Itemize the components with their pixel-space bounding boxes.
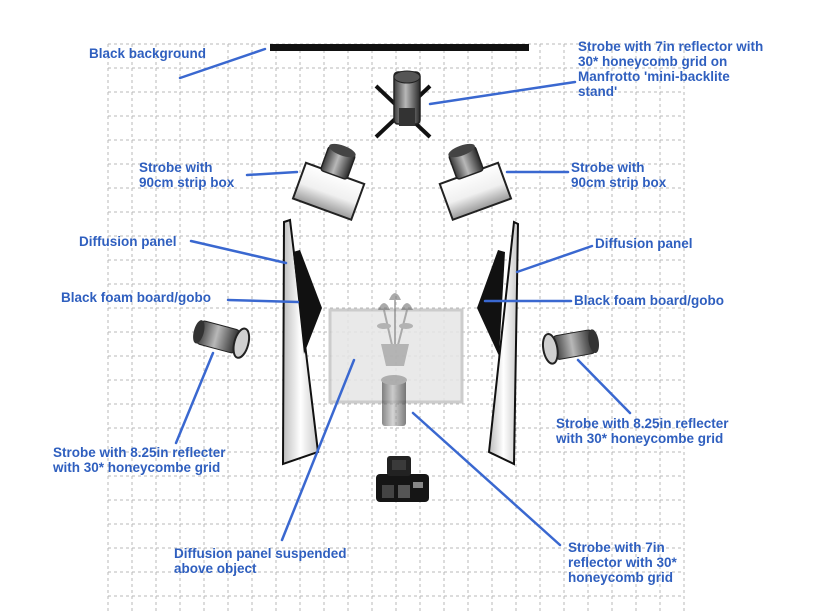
label-black-background: Black background [89, 46, 207, 61]
leader-diffusion-right [515, 244, 594, 274]
label-gobo-right: Black foam board/gobo [574, 293, 725, 308]
flower-vase-icon [377, 293, 413, 366]
strip-box-right-icon [438, 143, 513, 222]
leader-black-background [178, 47, 267, 80]
leader-lines [174, 47, 632, 547]
leader-diffusion-above [280, 358, 356, 542]
camera-icon [376, 456, 429, 502]
label-diffusion-right: Diffusion panel [595, 236, 693, 251]
label-strip-left: Strobe with 90cm strip box [139, 160, 235, 190]
label-strobe-top: Strobe with 7in reflector with 30* honey… [578, 39, 764, 99]
strobe-right-icon [541, 329, 600, 365]
leader-strip-left [245, 170, 299, 177]
diffusion-panel-right [487, 220, 520, 466]
label-diffusion-above: Diffusion panel suspended above object [174, 546, 347, 576]
bottom-strobe-icon [381, 375, 407, 426]
leader-strobe-left [174, 351, 215, 445]
strip-box-left-icon [291, 143, 366, 222]
leader-strobe-right [576, 358, 632, 415]
label-strobe-right: Strobe with 8.25in reflecter with 30* ho… [556, 416, 729, 446]
label-diffusion-left: Diffusion panel [79, 234, 177, 249]
backlight-strobe-icon [374, 70, 432, 139]
black-background-bar [270, 44, 529, 51]
label-strobe-left: Strobe with 8.25in reflecter with 30* ho… [53, 445, 226, 475]
leader-gobo-left [226, 298, 300, 304]
leader-strobe-bottom [411, 411, 562, 547]
leader-strobe-top [428, 80, 577, 106]
label-strobe-bottom: Strobe with 7in reflector with 30* honey… [568, 540, 677, 585]
gobo-right [477, 250, 505, 356]
leader-diffusion-left [189, 239, 288, 265]
label-gobo-left: Black foam board/gobo [61, 290, 212, 305]
label-strip-right: Strobe with 90cm strip box [571, 160, 667, 190]
strobe-left-icon [193, 320, 251, 359]
gobo-left [293, 250, 322, 354]
